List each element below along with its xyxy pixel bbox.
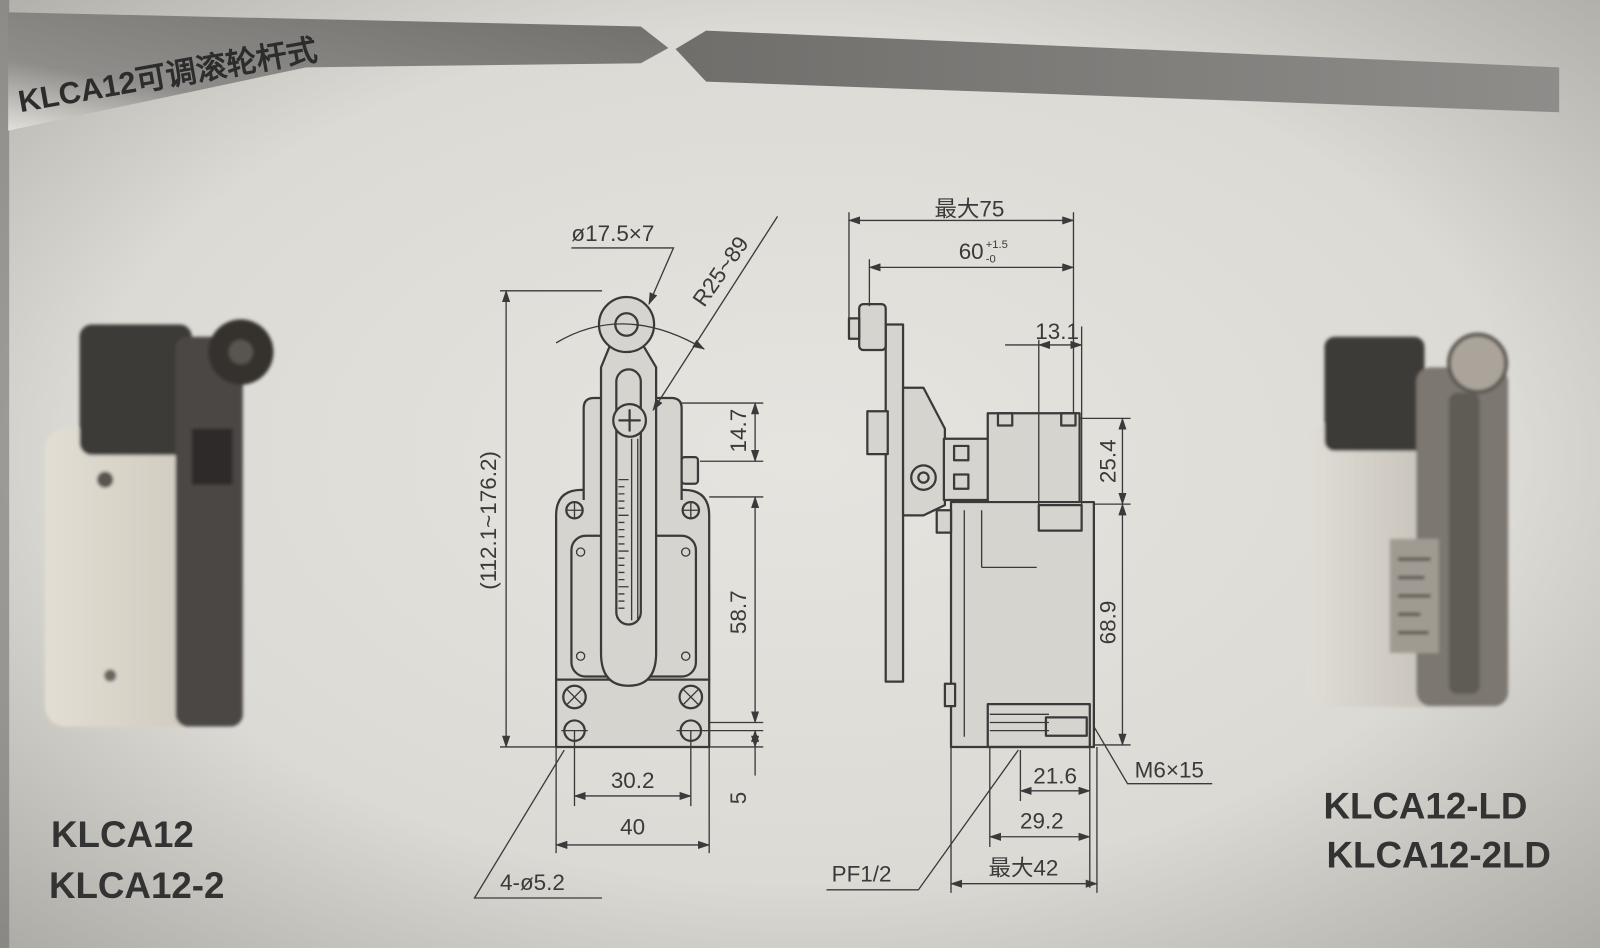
base-screw [678, 684, 704, 710]
lever-plate [884, 323, 905, 683]
head-notch [1060, 412, 1077, 427]
lever-lock-screw-cross [618, 409, 641, 432]
label-lever-offset-tol-upper: +1.5 [986, 239, 1008, 251]
label-max-depth: 最大75 [934, 196, 1004, 221]
panel-screw [575, 547, 586, 557]
label-head-height: 14.7 [726, 409, 751, 453]
panel-screw [680, 547, 691, 557]
label-mount-thread: M6×15 [1135, 758, 1204, 783]
label-base-height: 5 [726, 792, 751, 804]
panel-screw [575, 651, 586, 661]
cover-screw-side [943, 682, 957, 708]
left-model-2: KLCA12-2 [49, 865, 224, 906]
side-body-outline [949, 500, 1095, 749]
body-inner-line [963, 510, 1037, 737]
switch-lever-arm [175, 336, 243, 727]
label-port-offset: 21.6 [1033, 764, 1077, 789]
panel-screw [680, 651, 691, 661]
lever-clamp [191, 428, 233, 485]
label-body-height: 68.9 [1095, 601, 1120, 645]
label-mounting-holes: 4-ø5.2 [500, 870, 565, 895]
extension-lines [500, 290, 764, 854]
bracket-hub-center [917, 471, 930, 484]
label-lever-offset-tol-lower: -0 [986, 253, 996, 265]
right-model-1: KLCA12-LD [1323, 785, 1527, 826]
lever-sweep-arc [555, 323, 705, 350]
switch-roller [1446, 332, 1509, 394]
switch-head [79, 324, 192, 456]
label-head-offset: 13.1 [1035, 319, 1079, 344]
mount-thread-leader [1093, 726, 1213, 785]
lever-scale-ticks [618, 478, 629, 609]
roller-axle [847, 317, 861, 340]
roller-hub [228, 339, 254, 365]
bracket-clamp [866, 410, 889, 456]
conduit-thread-leader [826, 749, 1019, 891]
shaft-block-detail [952, 444, 970, 462]
lever-slot [1448, 392, 1480, 694]
side-screw-nub [680, 456, 700, 485]
extension-lines [848, 212, 1131, 893]
label-head-height: 25.4 [1095, 439, 1120, 483]
roller-size-leader [571, 247, 675, 306]
header-band-right [675, 30, 1560, 113]
bracket-hub [910, 464, 937, 491]
label-conduit-thread: PF1/2 [832, 862, 892, 887]
label-max-width: 最大42 [989, 856, 1059, 881]
shaft-block-detail [952, 473, 970, 490]
switch-head [1324, 336, 1425, 452]
label-body-height: 58.7 [726, 590, 751, 634]
mount-thread-hole [1044, 716, 1088, 737]
conduit-thread-hatch [989, 713, 1049, 732]
product-photo-right [1306, 332, 1509, 708]
front-view-drawing: (112.1~176.2) 14.7 58.7 5 30.2 40 4-ø5.2… [473, 215, 779, 899]
product-photo-left [44, 319, 274, 727]
right-model-2: KLCA12-2LD [1327, 834, 1551, 875]
roller-side [858, 302, 887, 352]
label-plate-text-lines [1397, 557, 1431, 635]
lever-radius-leader [652, 215, 779, 412]
body-screw [104, 669, 117, 682]
conduit-port [986, 702, 1091, 749]
head-inner-detail [1037, 504, 1083, 532]
head-section-lines [1038, 326, 1083, 531]
cover-screw-side [935, 509, 953, 534]
switch-body [44, 428, 214, 727]
base-screw-cross [566, 689, 699, 705]
head-notch [996, 412, 1014, 427]
page-edge-shadow [0, 0, 10, 948]
lever-adjust-slot [615, 368, 642, 626]
shaft-block [942, 437, 991, 502]
side-view-drawing: 最大75 60 +1.5 -0 13.1 25.4 68.9 21.6 29.2… [826, 196, 1213, 893]
header-band-left [8, 12, 669, 131]
mounting-holes-leader [473, 749, 603, 899]
label-hole-pitch: 30.2 [611, 768, 655, 793]
label-port-depth: 29.2 [1020, 809, 1064, 834]
label-roller-size: ø17.5×7 [571, 221, 654, 246]
side-head-outline [986, 412, 1081, 505]
lever-slot-channel [630, 438, 639, 621]
label-overall-height: (112.1~176.2) [476, 451, 501, 590]
label-width: 40 [620, 815, 645, 840]
left-model-1: KLCA12 [51, 814, 194, 855]
base-screw [562, 684, 587, 710]
body-screw [96, 471, 114, 488]
cover-screw-cross [566, 502, 699, 519]
label-lever-offset: 60 [959, 239, 984, 264]
